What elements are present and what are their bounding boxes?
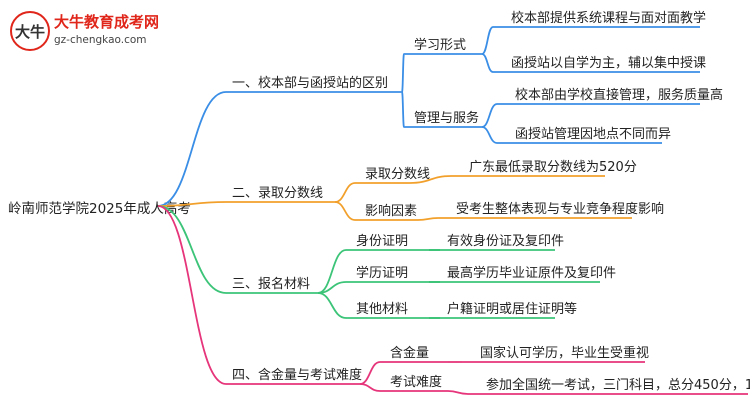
leaf-topic: 函授站以自学为主，辅以集中授课 xyxy=(511,55,706,71)
subtopic: 录取分数线 xyxy=(365,167,430,182)
leaf-topic: 国家认可学历，毕业生受重视 xyxy=(480,345,649,361)
leaf-connector xyxy=(481,103,498,128)
logo-mark-icon: 大牛 xyxy=(10,11,50,51)
subtopic: 其他材料 xyxy=(356,302,408,317)
leaf-topic: 户籍证明或居住证明等 xyxy=(447,301,577,317)
connector-lines xyxy=(157,26,748,395)
leaf-connector xyxy=(447,390,469,395)
site-logo: 大牛 大牛教育成考网 gz-chengkao.com xyxy=(10,11,159,51)
leaf-connector xyxy=(481,126,498,144)
leaf-topic: 最高学历毕业证原件及复印件 xyxy=(447,265,616,281)
logo-url: gz-chengkao.com xyxy=(54,34,147,46)
branch-connector xyxy=(157,201,227,207)
subtopic: 影响因素 xyxy=(365,203,417,219)
logo-title: 大牛教育成考网 xyxy=(54,13,159,31)
leaf-topic: 广东最低录取分数线为520分 xyxy=(469,160,637,175)
branch-connector xyxy=(157,91,227,207)
subtopic-connector xyxy=(317,292,347,319)
branch-topic: 二、录取分数线 xyxy=(232,186,323,201)
subtopic: 含金量 xyxy=(390,345,429,361)
branch-topic: 三、报名材料 xyxy=(232,276,310,292)
subtopic-connector xyxy=(401,53,405,93)
branch-topic: 四、含金量与考试难度 xyxy=(232,367,362,383)
subtopic: 身份证明 xyxy=(356,233,408,249)
leaf-connector xyxy=(481,26,494,55)
subtopic-connector xyxy=(359,383,381,392)
leaf-connector xyxy=(417,217,439,221)
topic-nodes: 一、校本部与函授站的区别 学习形式 校本部提供系统课程与面对面教学函授站以自学为主，… xyxy=(232,10,750,393)
subtopic-connector xyxy=(334,182,356,203)
subtopic: 学习形式 xyxy=(414,37,466,53)
leaf-topic: 有效身份证及复印件 xyxy=(447,233,564,249)
leaf-connector xyxy=(481,53,494,73)
leaf-topic: 受考生整体表现与专业竞争程度影响 xyxy=(456,201,664,217)
leaf-connector xyxy=(409,175,452,184)
branch-connector xyxy=(157,205,227,294)
leaf-topic: 函授站管理因地点不同而异 xyxy=(515,127,671,142)
subtopic: 学历证明 xyxy=(356,265,408,281)
root-topic: 岭南师范学院2025年成人高考 xyxy=(8,200,191,217)
leaf-topic: 参加全国统一考试，三门科目，总分450分，110分可录取 xyxy=(486,377,750,393)
subtopic-connector xyxy=(334,201,356,221)
branch-connector xyxy=(157,205,227,385)
leaf-topic: 校本部提供系统课程与面对面教学 xyxy=(511,10,706,26)
subtopic-connector xyxy=(359,361,381,385)
leaf-topic: 校本部由学校直接管理，服务质量高 xyxy=(515,87,723,103)
subtopic: 考试难度 xyxy=(390,374,442,390)
subtopic: 管理与服务 xyxy=(414,110,479,126)
logo-mark-text: 大牛 xyxy=(15,23,45,41)
subtopic-connector xyxy=(401,91,405,128)
branch-topic: 一、校本部与函授站的区别 xyxy=(232,75,388,91)
